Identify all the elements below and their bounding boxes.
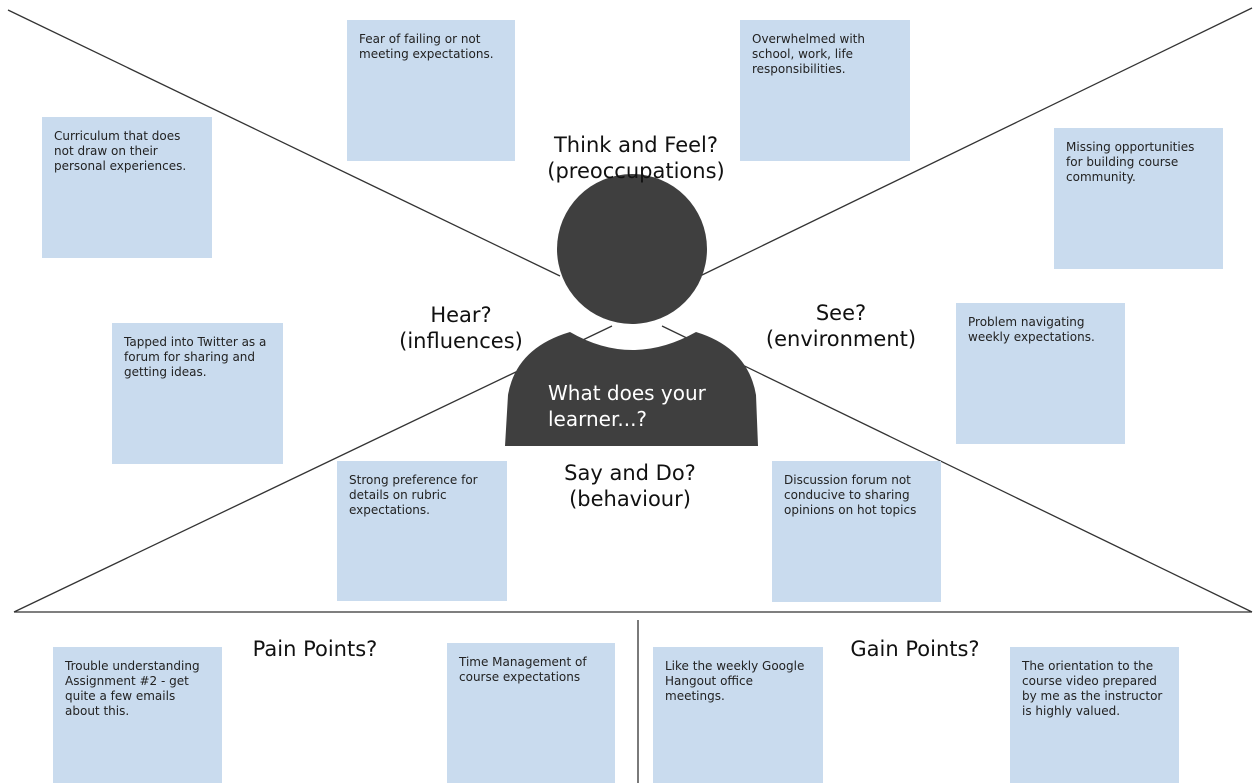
sticky-note-curriculum: Curriculum that does not draw on their p… (42, 117, 212, 258)
person-head (557, 174, 707, 324)
sticky-note-twitter: Tapped into Twitter as a forum for shari… (112, 323, 283, 464)
diagonal-top-right (699, 7, 1253, 277)
gain-points-label: Gain Points? (850, 637, 980, 661)
sticky-note-orientation: The orientation to the course video prep… (1010, 647, 1179, 783)
sticky-note-fear: Fear of failing or not meeting expectati… (347, 20, 515, 161)
sticky-note-rubric: Strong preference for details on rubric … (337, 461, 507, 601)
sticky-note-hangout: Like the weekly Google Hangout office me… (653, 647, 823, 783)
hear-label: Hear? (influences) (399, 303, 523, 353)
see-label: See? (environment) (765, 301, 917, 351)
diagonal-bottom-right (661, 325, 1253, 613)
diagonal-bottom-left (13, 325, 613, 613)
think-feel-label: Think and Feel? (preoccupations) (547, 133, 725, 183)
person-silhouette (505, 174, 758, 446)
person-body (505, 332, 758, 446)
center-question: What does your learner...? (548, 381, 706, 431)
pain-points-label: Pain Points? (252, 637, 378, 661)
diagonal-top-left (7, 9, 561, 277)
say-do-label: Say and Do? (behaviour) (564, 461, 696, 511)
sticky-note-overwhelmed: Overwhelmed with school, work, life resp… (740, 20, 910, 161)
sticky-note-time: Time Management of course expectations (447, 643, 615, 783)
sticky-note-navigating: Problem navigating weekly expectations. (956, 303, 1125, 444)
sticky-note-missing: Missing opportunities for building cours… (1054, 128, 1223, 269)
sticky-note-discussion: Discussion forum not conducive to sharin… (772, 461, 941, 602)
sticky-note-trouble: Trouble understanding Assignment #2 - ge… (53, 647, 222, 783)
